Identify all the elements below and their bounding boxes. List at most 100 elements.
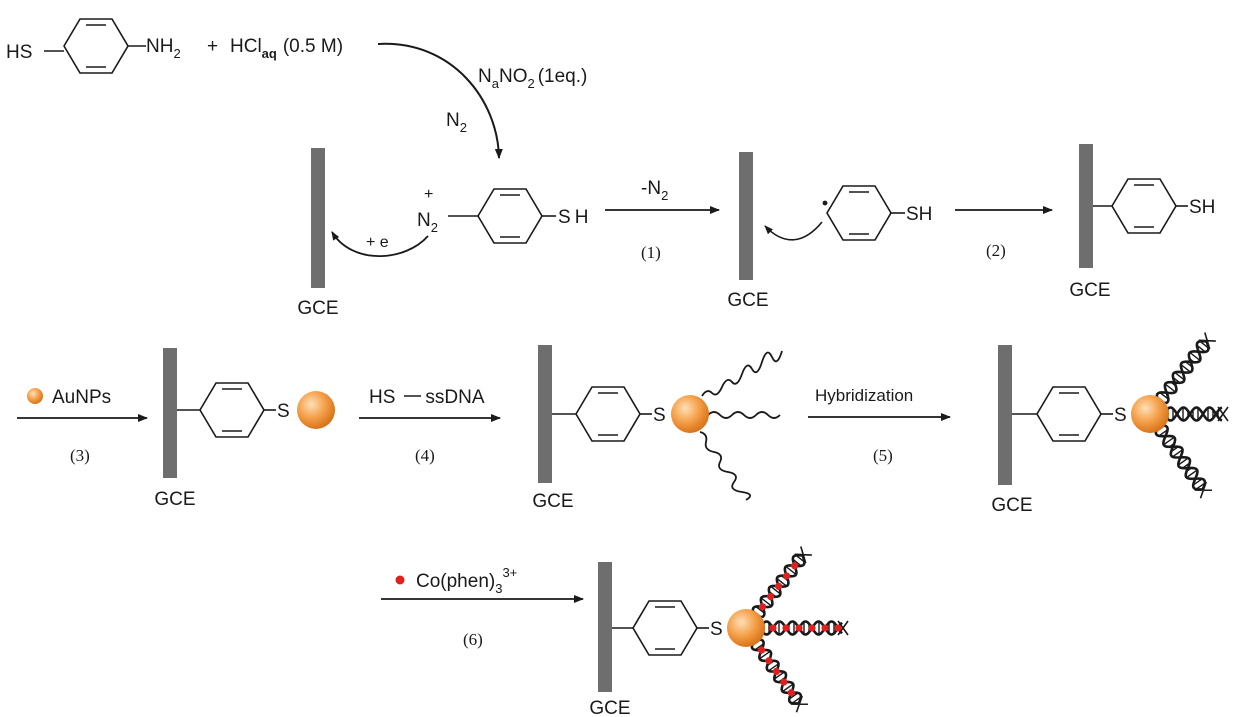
base-pair bbox=[791, 696, 802, 704]
base-pair bbox=[782, 683, 794, 693]
step-5-reagent: Hybridization bbox=[815, 386, 913, 405]
aryl-radical: SH bbox=[826, 185, 932, 241]
base-pair bbox=[795, 554, 805, 563]
base-pair bbox=[1170, 381, 1177, 387]
dsdna-helix bbox=[1162, 406, 1229, 422]
electrode-label: GCE bbox=[589, 698, 630, 717]
dna-backbone bbox=[1157, 424, 1203, 491]
sulfur-label: S bbox=[1114, 405, 1127, 426]
nitrogen-atmosphere-label: N2 bbox=[446, 110, 467, 135]
base-pair bbox=[755, 606, 765, 614]
ssdna-strand bbox=[699, 431, 752, 501]
plus-sign: + bbox=[207, 36, 218, 57]
electrode-3: GCE SH bbox=[1069, 144, 1215, 301]
strand-end bbox=[1198, 332, 1216, 350]
radical-attack-arrow bbox=[764, 221, 823, 241]
base-pair bbox=[1158, 429, 1168, 437]
ssdna-strand bbox=[707, 411, 781, 419]
base-pair bbox=[1163, 436, 1175, 446]
benzene-ring bbox=[199, 382, 265, 438]
cobalt-complex-dot bbox=[782, 624, 790, 632]
dsdna-helix bbox=[1155, 332, 1216, 405]
base-pair bbox=[1177, 457, 1189, 466]
electrode-1: GCE bbox=[297, 148, 339, 319]
electrode-label: GCE bbox=[1069, 280, 1110, 301]
radical-dot bbox=[822, 200, 828, 206]
base-pair bbox=[1172, 449, 1183, 458]
electrode-label: GCE bbox=[991, 495, 1032, 516]
cobalt-complex-dot bbox=[795, 624, 803, 632]
cobalt-complex-dot bbox=[783, 572, 791, 580]
benzene-ring bbox=[575, 386, 641, 442]
electrode-2: GCE bbox=[727, 152, 769, 311]
benzene-ring bbox=[632, 600, 698, 656]
base-pair bbox=[770, 585, 781, 595]
base-pair bbox=[1189, 358, 1195, 363]
base-pair bbox=[1170, 446, 1179, 453]
base-pair bbox=[759, 650, 771, 660]
base-pair bbox=[1182, 462, 1191, 469]
strand-end bbox=[1194, 481, 1212, 499]
base-pair bbox=[788, 692, 799, 700]
cobalt-complex-dot bbox=[780, 678, 788, 686]
base-pair bbox=[1186, 467, 1192, 473]
nitrite-label: NaNO2(1eq.) bbox=[478, 66, 587, 91]
cobalt-complex-dot bbox=[787, 689, 795, 697]
electron-label: + e bbox=[366, 234, 389, 251]
base-pair bbox=[1195, 482, 1206, 490]
cobalt-complex-legend-icon bbox=[395, 575, 405, 585]
cobalt-complex-dot bbox=[772, 667, 780, 676]
electrode-label: GCE bbox=[532, 491, 573, 512]
cobalt-complex-dot bbox=[808, 624, 816, 632]
cobalt-complex-dot bbox=[767, 592, 775, 601]
base-pair bbox=[1180, 364, 1191, 373]
base-pair bbox=[1164, 435, 1168, 439]
dsdna-helix bbox=[1154, 424, 1212, 499]
gold-nanoparticle bbox=[297, 391, 335, 429]
sulfur-label: S bbox=[277, 401, 290, 422]
aunp-legend-icon bbox=[27, 388, 43, 404]
diazonium-charge: + bbox=[424, 186, 433, 203]
cobalt-complex-dot bbox=[765, 657, 773, 665]
gold-nanoparticle bbox=[727, 609, 765, 647]
electrode-label: GCE bbox=[727, 290, 768, 311]
base-pair bbox=[768, 663, 779, 672]
base-pair bbox=[1172, 376, 1181, 384]
benzene-ring bbox=[1036, 386, 1102, 442]
base-pair bbox=[1168, 442, 1175, 448]
strand-end bbox=[1217, 406, 1229, 422]
sulfur-label: S bbox=[653, 405, 666, 426]
cobalt-complex-dot bbox=[834, 624, 842, 632]
gold-nanoparticle bbox=[671, 395, 709, 433]
dsdna-helices-with-cobalt bbox=[750, 546, 849, 713]
benzene-ring bbox=[826, 185, 892, 241]
benzene-ring bbox=[477, 188, 543, 244]
ssdna-strands bbox=[699, 350, 783, 501]
step-3-reagent: AuNPs bbox=[52, 387, 111, 408]
base-pair bbox=[1186, 469, 1198, 479]
benzene-ring bbox=[63, 18, 129, 74]
diazonium-label: N2 bbox=[417, 210, 438, 235]
base-pair bbox=[785, 565, 797, 575]
gold-nanoparticle bbox=[1131, 395, 1169, 433]
strand-end bbox=[794, 546, 812, 564]
base-pair bbox=[766, 660, 775, 667]
base-pair bbox=[1164, 383, 1176, 393]
benzene-ring bbox=[1111, 178, 1177, 234]
cobalt-complex-dot bbox=[759, 603, 767, 611]
base-pair bbox=[792, 558, 802, 567]
electron-transfer-arrow bbox=[331, 231, 429, 258]
cobalt-complex-dot bbox=[775, 582, 783, 590]
cobalt-complex-dot bbox=[757, 646, 766, 654]
step-4-number: (4) bbox=[415, 446, 435, 465]
thiol-label: SH bbox=[906, 204, 932, 225]
base-pair bbox=[1174, 371, 1185, 381]
base-pair bbox=[1165, 390, 1169, 394]
dsdna-helix bbox=[751, 546, 812, 619]
sulfur-label: S bbox=[710, 619, 723, 640]
base-pair bbox=[776, 578, 787, 587]
